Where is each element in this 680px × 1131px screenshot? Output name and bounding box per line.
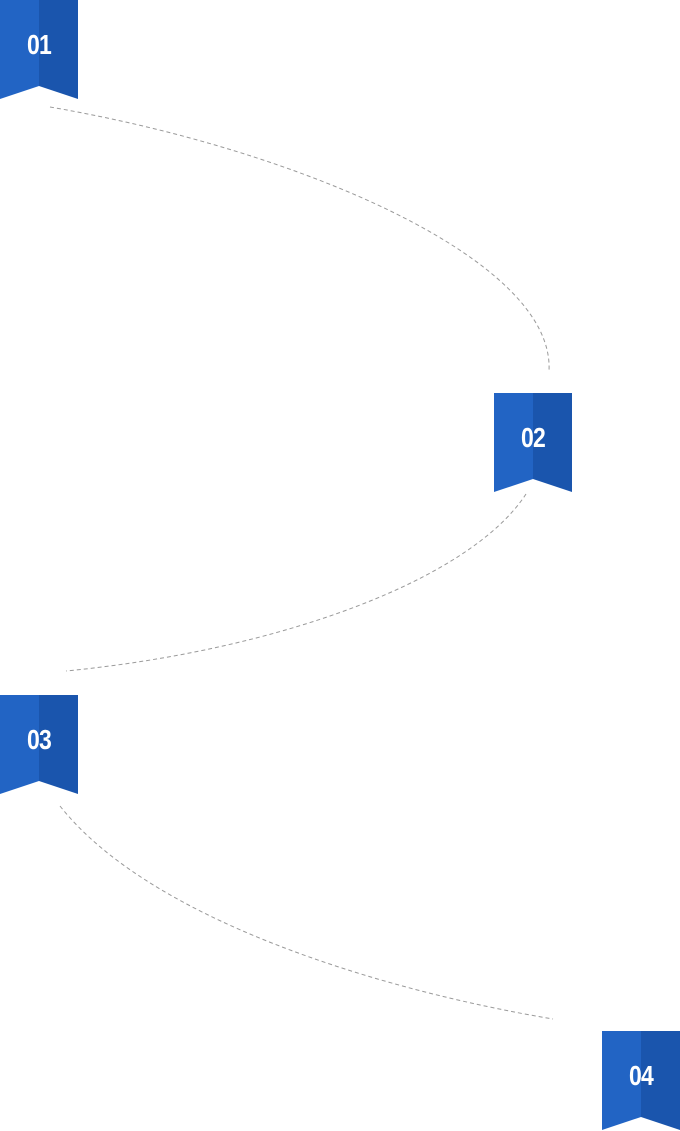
bookmark-ribbon-icon xyxy=(494,393,572,492)
step-01-ribbon: 01 xyxy=(0,0,78,100)
step-02-label: 02 xyxy=(521,422,546,453)
connector-02-to-03 xyxy=(65,493,527,672)
bookmark-ribbon-icon xyxy=(602,1031,680,1130)
step-03-label: 03 xyxy=(27,724,52,755)
step-04-ribbon: 04 xyxy=(602,1031,680,1131)
connector-01-to-02 xyxy=(49,106,550,372)
bookmark-ribbon-icon xyxy=(0,0,78,99)
bookmark-ribbon-icon xyxy=(0,695,78,794)
step-04-label: 04 xyxy=(629,1060,654,1091)
step-03-ribbon: 03 xyxy=(0,695,78,795)
step-02-ribbon: 02 xyxy=(494,393,572,493)
step-01-label: 01 xyxy=(27,29,52,60)
connector-03-to-04 xyxy=(59,805,554,1020)
